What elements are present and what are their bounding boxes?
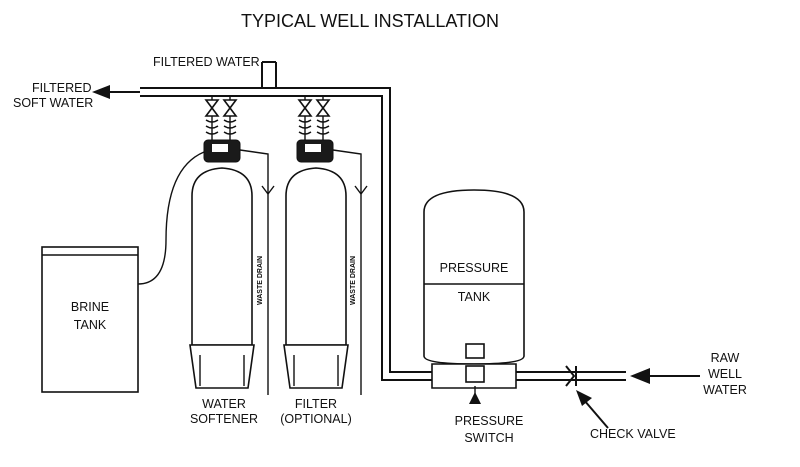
- filtered-water-label: FILTERED WATER: [153, 55, 260, 69]
- pressure-tank-label-line2: TANK: [458, 290, 491, 304]
- check-valve: [565, 365, 577, 387]
- raw-well-water-label-line3: WATER: [703, 383, 747, 397]
- check-valve-arrow: [576, 390, 609, 429]
- softener-waste-drain-label: WASTE DRAIN: [257, 256, 264, 305]
- pressure-tank-label-line1: PRESSURE: [440, 261, 509, 275]
- filter-label-line1: FILTER: [295, 397, 337, 411]
- filter-waste-drain-line: [354, 162, 368, 395]
- filter-valves: [297, 96, 331, 140]
- pressure-switch-label-line1: PRESSURE: [455, 414, 524, 428]
- filter-control-head: [296, 139, 362, 163]
- raw-water-inlet-pipe: [560, 371, 626, 381]
- check-valve-label: CHECK VALVE: [590, 427, 676, 441]
- filtered-soft-water-arrow: [92, 85, 140, 99]
- water-softener-tank: [189, 167, 255, 389]
- water-softener-label-line2: SOFTENER: [190, 412, 258, 426]
- pressure-switch: [465, 343, 485, 404]
- raw-well-water-label-line1: RAW: [711, 351, 740, 365]
- softener-valves: [204, 96, 238, 140]
- pressure-switch-label-line2: SWITCH: [464, 431, 513, 445]
- water-softener-label-line1: WATER: [202, 397, 246, 411]
- raw-water-arrow: [630, 368, 700, 384]
- filtered-soft-water-label-line1: FILTERED: [32, 81, 92, 95]
- brine-tank-label-line2: TANK: [74, 318, 107, 332]
- filtered-soft-water-label-line2: SOFT WATER: [13, 96, 93, 110]
- filter-waste-drain-label: WASTE DRAIN: [350, 256, 357, 305]
- softener-control-head: [203, 139, 269, 163]
- raw-well-water-label-line2: WELL: [708, 367, 742, 381]
- brine-tank: [41, 246, 139, 393]
- filter-tank: [283, 167, 349, 389]
- brine-line: [137, 151, 205, 285]
- diagram-title: TYPICAL WELL INSTALLATION: [241, 11, 499, 31]
- brine-tank-label-line1: BRINE: [71, 300, 109, 314]
- softener-waste-drain-line: [261, 162, 275, 395]
- filter-label-line2: (OPTIONAL): [280, 412, 352, 426]
